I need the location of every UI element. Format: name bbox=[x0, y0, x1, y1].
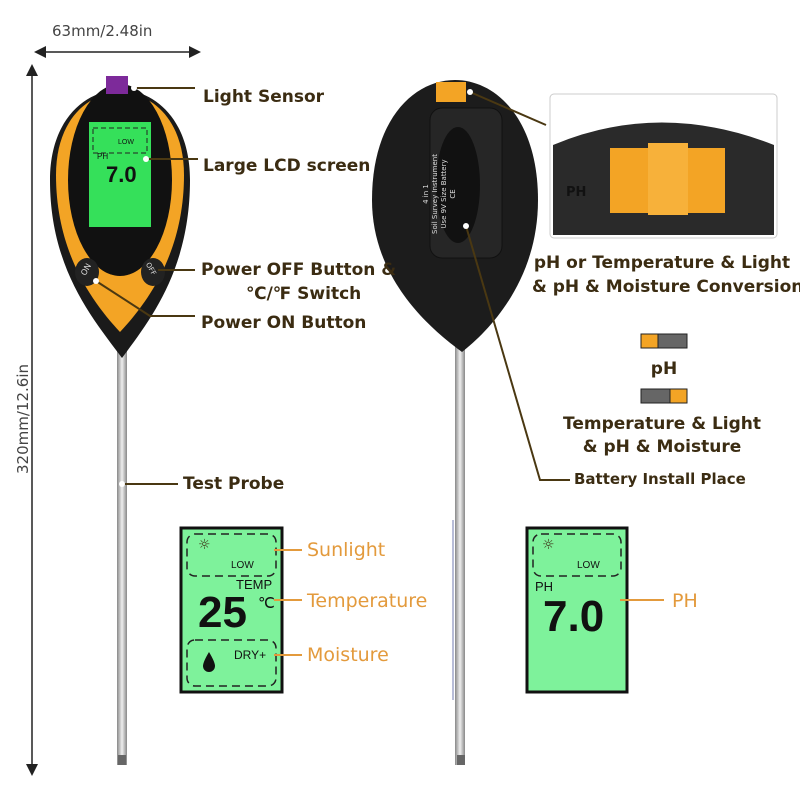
sticker-line-2: Soil Survey Instrument bbox=[430, 154, 439, 234]
label-power-on: Power ON Button bbox=[201, 313, 367, 333]
sun-icon: ☼ bbox=[198, 537, 211, 553]
label-switch-ph: pH bbox=[650, 359, 678, 379]
front-lcd bbox=[89, 122, 151, 227]
lcd-left bbox=[179, 526, 284, 694]
switch-ph-icon bbox=[640, 333, 688, 349]
label-temperature: Temperature bbox=[307, 590, 428, 612]
lcd-left-low: LOW bbox=[231, 560, 254, 571]
label-conversion-2: & pH & Moisture Conversion bbox=[532, 277, 800, 297]
back-probe bbox=[455, 345, 465, 765]
lcd-leader-lines bbox=[274, 549, 664, 656]
label-light-sensor: Light Sensor bbox=[203, 87, 325, 107]
sun-icon-right: ☼ bbox=[542, 537, 555, 553]
on-button bbox=[75, 258, 99, 286]
label-battery: Battery Install Place bbox=[574, 470, 746, 488]
height-label: 320mm/12.6in bbox=[13, 364, 32, 474]
drop-icon bbox=[203, 652, 215, 672]
inset-ph-label: PH bbox=[566, 185, 587, 200]
label-ph: PH bbox=[672, 590, 698, 612]
label-lcd-screen: Large LCD screen bbox=[203, 156, 371, 176]
sticker-ce: CE bbox=[448, 189, 457, 199]
label-switch-all-2: & pH & Moisture bbox=[582, 437, 742, 457]
back-device bbox=[372, 80, 538, 765]
label-cf-switch: ℃/℉ Switch bbox=[246, 284, 362, 304]
label-test-probe: Test Probe bbox=[183, 474, 285, 494]
battery-sticker: 4 in 1 Soil Survey Instrument Use 9V Siz… bbox=[422, 154, 458, 234]
label-sunlight: Sunlight bbox=[307, 539, 386, 561]
mode-switch bbox=[436, 82, 466, 102]
front-lcd-low: LOW bbox=[118, 139, 134, 146]
switch-all-icon bbox=[640, 388, 688, 404]
front-lcd-ph: PH bbox=[97, 152, 109, 161]
lcd-right bbox=[525, 526, 629, 694]
off-button bbox=[141, 258, 165, 286]
sticker-line-1: 4 in 1 bbox=[421, 184, 430, 204]
lcd-right-ph: PH bbox=[535, 579, 554, 594]
label-conversion-1: pH or Temperature & Light bbox=[533, 253, 791, 273]
lcd-left-unit: ℃ bbox=[258, 595, 275, 612]
back-leader-lines bbox=[465, 91, 570, 481]
lcd-left-dry: DRY+ bbox=[234, 648, 267, 662]
switch-inset bbox=[549, 93, 778, 239]
front-device bbox=[50, 76, 190, 765]
front-leader-lines bbox=[95, 87, 198, 485]
lcd-left-temp: TEMP bbox=[236, 577, 273, 592]
label-power-off: Power OFF Button & bbox=[201, 260, 397, 280]
lcd-right-low: LOW bbox=[577, 560, 600, 571]
light-sensor bbox=[106, 76, 128, 94]
lcd-right-value: 7.0 bbox=[543, 592, 605, 641]
test-probe bbox=[117, 340, 127, 765]
sticker-line-3: Use 9V Size Battery bbox=[439, 159, 448, 229]
width-label: 63mm/2.48in bbox=[52, 22, 153, 40]
front-lcd-value: 7.0 bbox=[106, 162, 137, 187]
label-moisture: Moisture bbox=[307, 644, 389, 666]
label-switch-all-1: Temperature & Light bbox=[563, 414, 761, 434]
lcd-left-value: 25 bbox=[198, 588, 247, 637]
